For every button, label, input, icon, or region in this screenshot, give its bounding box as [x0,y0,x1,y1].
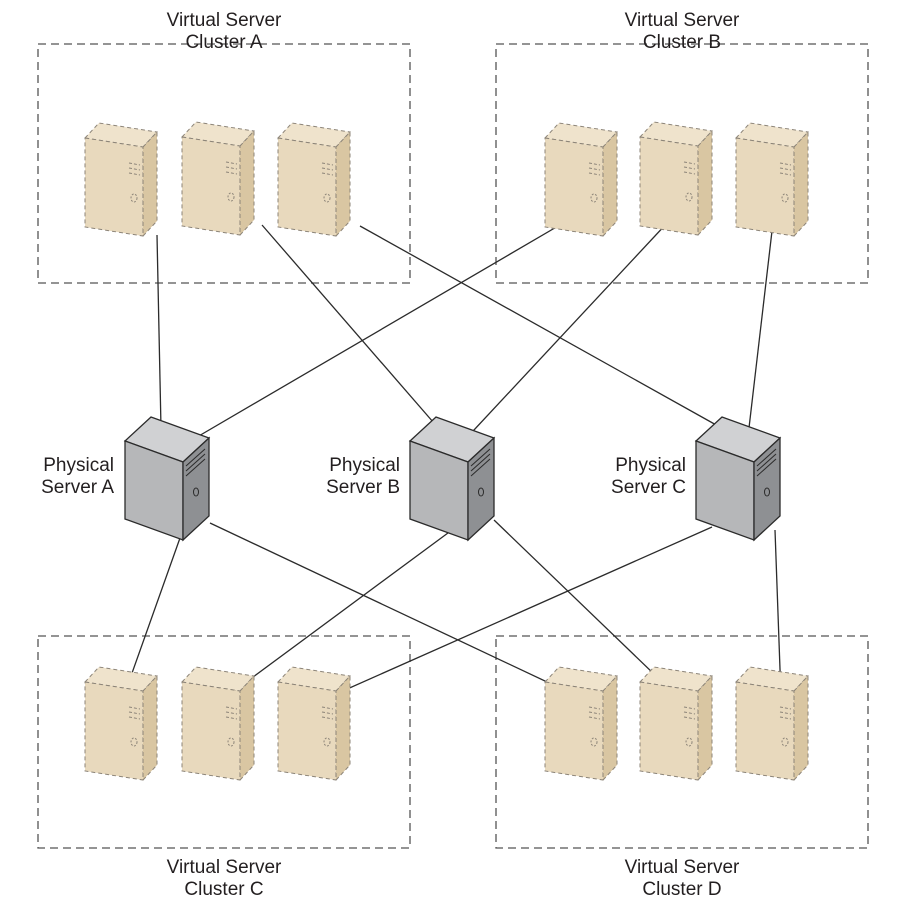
cluster-b-frame [495,43,869,284]
virtual-server-icon [735,122,809,237]
virtual-server-icon [181,121,255,236]
virtual-server-icon [84,666,158,781]
physical-server-a-icon [124,416,210,541]
link-pb-d2 [493,519,682,701]
cluster-a-label-line2: Cluster A [185,32,263,53]
virtual-server-icon [84,122,158,237]
virtual-server-icon [639,121,713,236]
physical-server-b-label-line1: Physical [329,455,400,476]
cluster-d-label-line1: Virtual Server [624,857,740,878]
link-pa-c1 [125,537,181,691]
physical-server-b-icon [409,416,495,541]
link-b3-pc [746,230,773,446]
cluster-a-label: Virtual Server Cluster A [124,10,324,54]
virtual-server-icon [639,666,713,781]
link-pa-d1 [209,522,582,699]
link-pc-c3 [317,526,713,703]
cluster-a-frame [37,43,411,284]
cluster-c-label-line1: Virtual Server [166,857,282,878]
virtual-server-icon [277,666,351,781]
virtual-server-icon [277,122,351,237]
link-a2-pb [261,224,441,431]
physical-server-a-label-line2: Server A [41,477,114,498]
cluster-c-label: Virtual Server Cluster C [124,857,324,901]
link-pb-c2 [221,529,453,701]
cluster-c-label-line2: Cluster C [184,879,264,900]
link-b2-pb [459,221,669,446]
link-a3-pc [359,225,719,427]
physical-server-a-label: Physical Server A [14,455,114,499]
cluster-b-label-line1: Virtual Server [624,10,740,31]
cluster-a-label-line1: Virtual Server [166,10,282,31]
cluster-c-frame [37,635,411,849]
cluster-b-label: Virtual Server Cluster B [582,10,782,54]
virtual-server-icon [735,666,809,781]
link-a1-pa [156,234,162,429]
cluster-d-frame [495,635,869,849]
link-b1-pa [179,221,566,448]
physical-server-b-label: Physical Server B [300,455,400,499]
cluster-d-label: Virtual Server Cluster D [582,857,782,901]
virtual-server-icon [544,122,618,237]
physical-server-c-label: Physical Server C [586,455,686,499]
virtual-server-icon [544,666,618,781]
physical-server-c-label-line1: Physical [615,455,686,476]
cluster-b-label-line2: Cluster B [642,32,722,53]
link-pc-d3 [774,529,782,698]
connectors [125,221,782,703]
physical-server-b-label-line2: Server B [326,477,400,498]
physical-server-a-label-line1: Physical [43,455,114,476]
physical-server-c-icon [695,416,781,541]
virtual-server-icon [181,666,255,781]
physical-server-c-label-line2: Server C [611,477,686,498]
cluster-d-label-line2: Cluster D [642,879,722,900]
